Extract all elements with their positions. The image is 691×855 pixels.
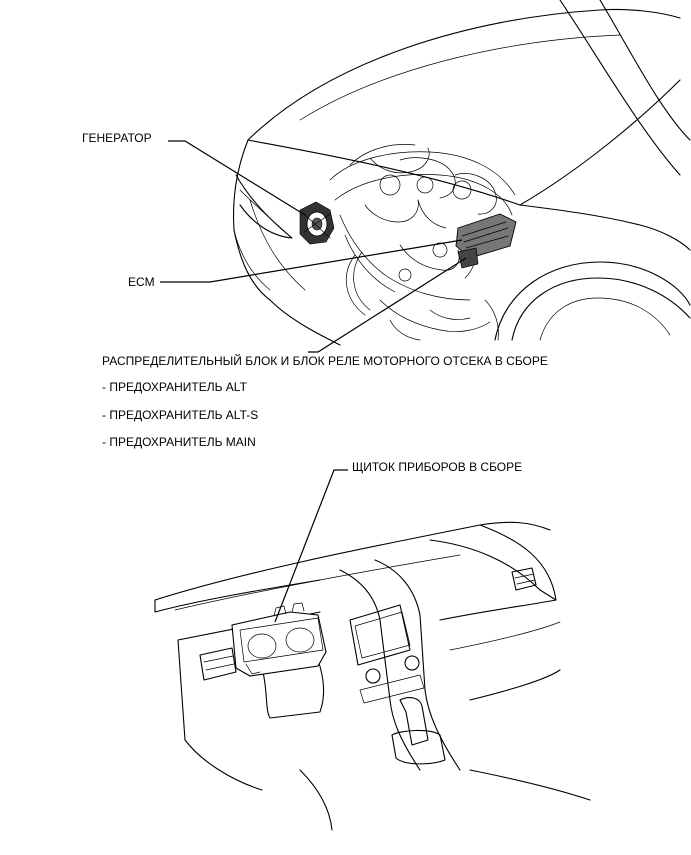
fuse-alt-s-label: - ПРЕДОХРАНИТЕЛЬ ALT-S xyxy=(102,408,259,422)
relay-block-label: РАСПРЕДЕЛИТЕЛЬНЫЙ БЛОК И БЛОК РЕЛЕ МОТОР… xyxy=(102,354,548,368)
generator-part xyxy=(299,201,335,245)
engine-bay-illustration xyxy=(160,0,691,353)
relay-block-part xyxy=(455,213,517,269)
fuse-main-label: - ПРЕДОХРАНИТЕЛЬ MAIN xyxy=(102,435,256,449)
fuse-alt-label: - ПРЕДОХРАНИТЕЛЬ ALT xyxy=(102,380,247,394)
ecm-label: ECM xyxy=(128,275,155,289)
instrument-cluster-part xyxy=(231,602,327,677)
generator-label: ГЕНЕРАТОР xyxy=(82,131,152,145)
instrument-cluster-label: ЩИТОК ПРИБОРОВ В СБОРЕ xyxy=(352,460,523,474)
